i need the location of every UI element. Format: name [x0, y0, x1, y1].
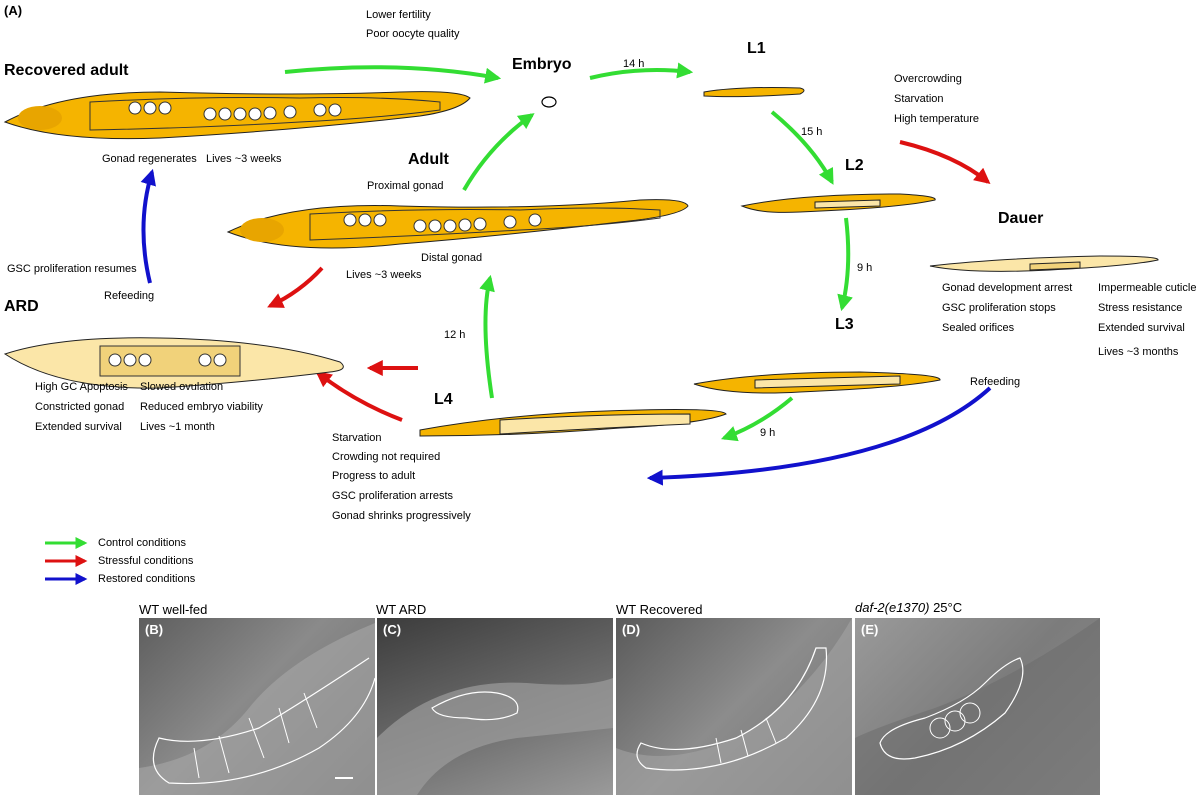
note-starvation-top: Starvation: [894, 93, 944, 105]
note-dauer-4: Impermeable cuticle: [1098, 282, 1197, 294]
time-l3-l4: 9 h: [760, 427, 776, 439]
micrograph-e-drawing: [855, 618, 1100, 795]
note-proximal-gonad: Proximal gonad: [367, 180, 444, 192]
note-dauer-3: Sealed orifices: [942, 322, 1015, 334]
note-gonad-regenerates: Gonad regenerates: [102, 153, 197, 165]
arrow-l3-to-l4: [720, 396, 794, 442]
panel-e-label: (E): [861, 622, 879, 637]
micrograph-c: (C): [377, 618, 613, 795]
note-distal-gonad: Distal gonad: [421, 252, 483, 264]
micrograph-b: (B): [139, 618, 375, 795]
caption-e: daf-2(e1370) 25°C: [855, 600, 962, 615]
control-arrows: [284, 62, 853, 442]
micrograph-c-drawing: [377, 678, 613, 795]
panel-d-label: (D): [622, 622, 641, 637]
arrow-dauer-to-l4: [646, 386, 992, 486]
note-overcrowding: Overcrowding: [894, 73, 962, 85]
panel-c-label: (C): [383, 622, 402, 637]
caption-c: WT ARD: [376, 602, 427, 617]
note-lives-3w-b: Lives ~3 weeks: [346, 269, 422, 281]
note-l4-2: Crowding not required: [332, 451, 441, 463]
arrow-ard-to-recovered: [140, 168, 156, 284]
restored-arrows: [140, 168, 992, 486]
recovered-adult-worm: [3, 91, 471, 140]
caption-d: WT Recovered: [616, 602, 703, 617]
micrograph-e: (E): [855, 618, 1100, 795]
note-dauer-1: Gonad development arrest: [942, 282, 1073, 294]
l4-worm: [419, 409, 727, 437]
stage-l1: L1: [747, 40, 766, 57]
note-ard-6: Lives ~1 month: [140, 421, 215, 433]
note-refeeding-left: Refeeding: [104, 290, 155, 302]
note-ard-3: Extended survival: [35, 421, 122, 433]
note-high-temp: High temperature: [894, 113, 979, 125]
note-dauer-6: Extended survival: [1098, 322, 1185, 334]
stage-dauer: Dauer: [998, 210, 1044, 227]
panel-a-label: (A): [4, 3, 23, 18]
stage-l2: L2: [845, 157, 864, 174]
micrograph-d-drawing: [616, 618, 852, 795]
note-dauer-2: GSC proliferation stops: [942, 302, 1056, 314]
time-l2-l3: 9 h: [857, 262, 873, 274]
arrow-l1-to-dauer: [899, 140, 991, 185]
dauer-worm: [929, 255, 1159, 272]
caption-b: WT well-fed: [139, 602, 208, 617]
note-ard-5: Reduced embryo viability: [140, 401, 263, 413]
arrow-adult-to-embryo: [462, 113, 535, 192]
panel-b-label: (B): [145, 622, 164, 637]
note-refeeding-right: Refeeding: [970, 376, 1021, 388]
note-ard-2: Constricted gonad: [35, 401, 125, 413]
stage-adult: Adult: [408, 151, 449, 168]
life-cycle-diagram: [3, 62, 1159, 585]
note-l4-4: GSC proliferation arrests: [332, 490, 454, 502]
legend-stress: Stressful conditions: [98, 555, 194, 567]
l3-worm: [693, 371, 941, 394]
note-lives-3w-a: Lives ~3 weeks: [206, 153, 282, 165]
arrow-l4-to-ard: [315, 371, 403, 422]
adult-worm: [226, 199, 689, 249]
note-gsc-resumes: GSC proliferation resumes: [7, 263, 137, 275]
stage-embryo: Embryo: [512, 56, 572, 73]
note-dauer-7: Lives ~3 months: [1098, 346, 1179, 358]
caption-e-temperature: 25°C: [929, 600, 963, 615]
arrow-l1-to-l2: [770, 110, 834, 185]
note-l4-5: Gonad shrinks progressively: [332, 510, 471, 522]
arrow-recovered-to-embryo: [284, 65, 502, 84]
stage-l4: L4: [434, 391, 453, 408]
stage-recovered-adult: Recovered adult: [4, 62, 129, 79]
l2-worm: [740, 193, 936, 213]
ard-worm: [3, 337, 344, 389]
note-lower-fertility: Lower fertility: [366, 9, 431, 21]
micrograph-b-drawing: [139, 623, 375, 795]
time-l1-l2: 15 h: [801, 126, 823, 138]
legend-control: Control conditions: [98, 537, 187, 549]
micrograph-d: (D): [616, 618, 852, 795]
stage-l3: L3: [835, 316, 854, 333]
note-ard-1: High GC Apoptosis: [35, 381, 128, 393]
stage-ard: ARD: [4, 298, 39, 315]
legend-restored: Restored conditions: [98, 573, 196, 585]
note-ard-4: Slowed ovulation: [140, 381, 224, 393]
stress-arrows: [267, 140, 991, 422]
arrow-l2-to-l3: [837, 217, 853, 312]
embryo-icon: [541, 96, 557, 108]
arrow-l4-to-adult: [479, 274, 495, 399]
arrow-adult-to-ard: [267, 266, 324, 308]
arrow-embryo-to-l1: [589, 62, 694, 80]
note-poor-oocyte: Poor oocyte quality: [366, 28, 460, 40]
l1-worm: [703, 87, 805, 98]
note-l4-1: Starvation: [332, 432, 382, 444]
caption-e-genotype: daf-2(e1370): [855, 600, 930, 615]
time-l4-adult: 12 h: [444, 329, 466, 341]
time-embryo-l1: 14 h: [623, 58, 645, 70]
note-dauer-5: Stress resistance: [1098, 302, 1183, 314]
note-l4-3: Progress to adult: [332, 470, 416, 482]
